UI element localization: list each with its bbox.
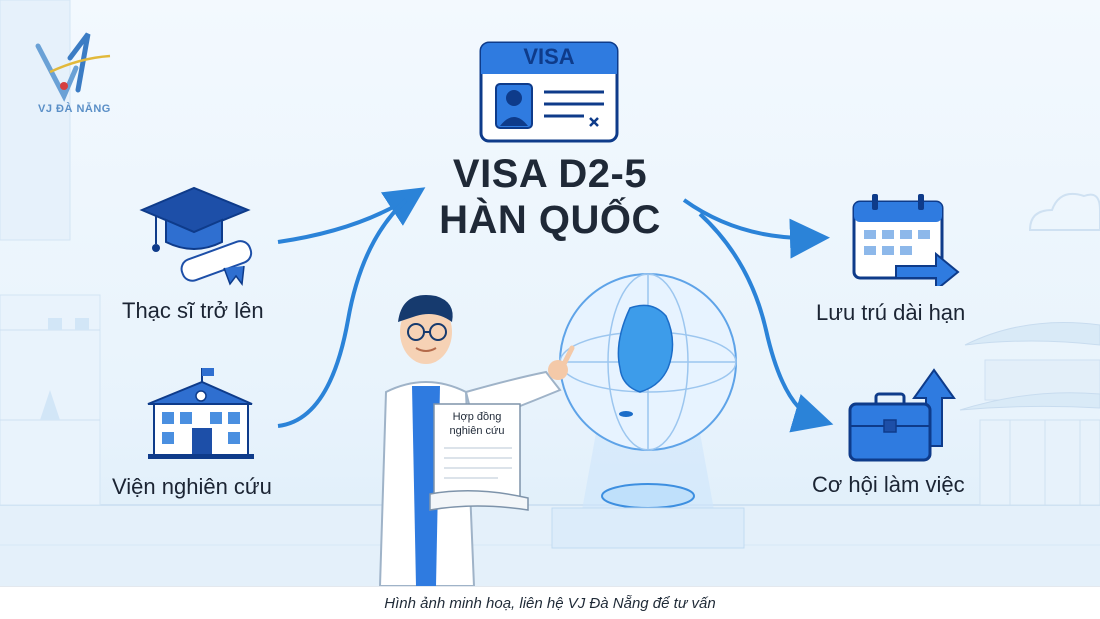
visa-card-label: VISA [523, 44, 575, 69]
label-research-institute: Viện nghiên cứu [112, 474, 272, 499]
caption-bar: Hình ảnh minh hoạ, liên hệ VJ Đà Nẵng để… [0, 586, 1100, 619]
visa-card-icon [479, 41, 619, 143]
flow-arrows [277, 187, 834, 433]
calendar-arrow-icon [852, 194, 960, 286]
briefcase-growth-icon [848, 368, 956, 462]
label-job-opportunity: Cơ hội làm việc [812, 472, 965, 497]
korea-globe-icon [551, 273, 745, 549]
page-title-line-1: VISA D2-5 [452, 152, 648, 196]
label-masters-degree: Thạc sĩ trở lên [122, 298, 264, 323]
document-label: Hợp đồng nghiên cứu [449, 411, 505, 437]
caption-text: Hình ảnh minh hoạ, liên hệ VJ Đà Nẵng để… [384, 594, 716, 612]
vj-logo-icon[interactable] [30, 28, 120, 103]
label-long-term-stay: Lưu trú dài hạn [816, 300, 966, 325]
background-decor [0, 0, 1100, 586]
scroll-document-icon [429, 403, 529, 511]
logo-text: VJ ĐÀ NẴNG [38, 103, 111, 115]
graduation-cap-icon [139, 186, 253, 286]
institute-building-icon [147, 368, 254, 459]
illustration-stage: VJ ĐÀ NẴNG VISA VISA D2-5 HÀN QUỐC [0, 0, 1100, 586]
page-title-line-2: HÀN QUỐC [439, 198, 661, 242]
